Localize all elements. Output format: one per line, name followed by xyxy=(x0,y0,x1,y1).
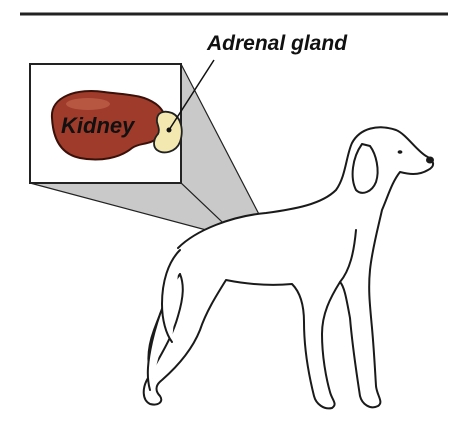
dog-nose xyxy=(426,157,434,164)
dog-eye xyxy=(398,150,403,154)
adrenal-gland-label: Adrenal gland xyxy=(206,32,348,55)
kidney-label: Kidney xyxy=(61,113,136,138)
kidney-highlight xyxy=(66,98,110,110)
adrenal-leader-dot xyxy=(167,128,172,133)
